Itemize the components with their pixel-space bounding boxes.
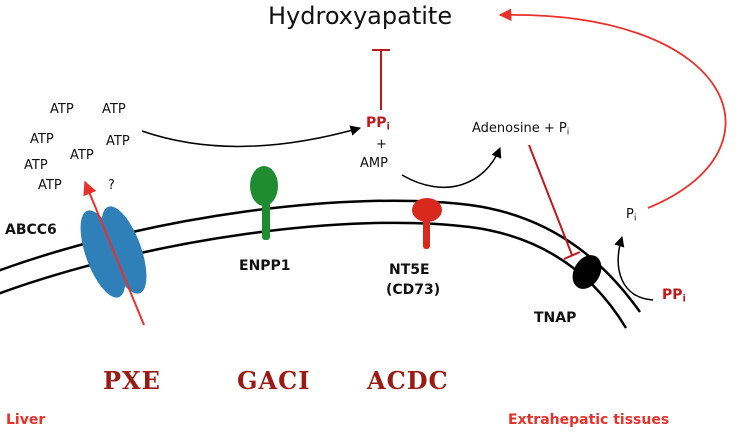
abcc6-transporter-left: [80, 210, 126, 298]
tnap-label: TNAP: [534, 310, 577, 326]
atp-label: ATP: [50, 102, 74, 117]
plus-label: +: [376, 137, 387, 152]
atp-label: ATP: [106, 134, 130, 149]
enpp1-label: ENPP1: [239, 258, 291, 274]
nt5e-protein-stalk: [423, 215, 430, 249]
atp-label: ATP: [70, 148, 94, 163]
adenosine-inhibition-bar: [563, 251, 581, 260]
enpp1-protein-head: [250, 166, 278, 206]
atp-label: ATP: [30, 132, 54, 147]
disease-acdc-label: ACDC: [367, 366, 449, 395]
unknown-mark: ?: [108, 178, 115, 193]
adenosine-label: Adenosine + Pi: [472, 121, 570, 138]
nt5e-protein-head: [412, 198, 442, 222]
nt5e-alias-label: (CD73): [386, 282, 441, 298]
ppi-label: PPi: [366, 115, 390, 133]
abcc6-label: ABCC6: [5, 222, 57, 238]
amp-to-adenosine-arrow: [401, 147, 502, 189]
atp-label: ATP: [24, 158, 48, 173]
amp-label: AMP: [360, 156, 388, 171]
nt5e-label: NT5E: [389, 262, 430, 278]
enpp1-protein-stalk: [262, 200, 270, 240]
atp-label: ATP: [102, 102, 126, 117]
abcc6-defect-line: [83, 180, 145, 326]
pi-to-hydroxyapatite-arrow: [498, 8, 727, 209]
atp-to-ppi-arrow: [141, 125, 362, 148]
ppi-to-pi-arrow: [614, 235, 654, 301]
adenosine-inhibition-line: [528, 144, 573, 256]
pi-label: Pi: [626, 207, 637, 224]
liver-region-label: Liver: [6, 412, 46, 428]
abcc6-transporter-right: [101, 206, 147, 294]
ppi-tnap-label: PPi: [662, 287, 686, 305]
tnap-protein: [572, 255, 602, 289]
hydroxyapatite-label: Hydroxyapatite: [268, 2, 453, 30]
disease-pxe-label: PXE: [103, 366, 161, 395]
extrahepatic-region-label: Extrahepatic tissues: [508, 412, 670, 428]
atp-label: ATP: [38, 178, 62, 193]
disease-gaci-label: GACI: [237, 366, 311, 395]
